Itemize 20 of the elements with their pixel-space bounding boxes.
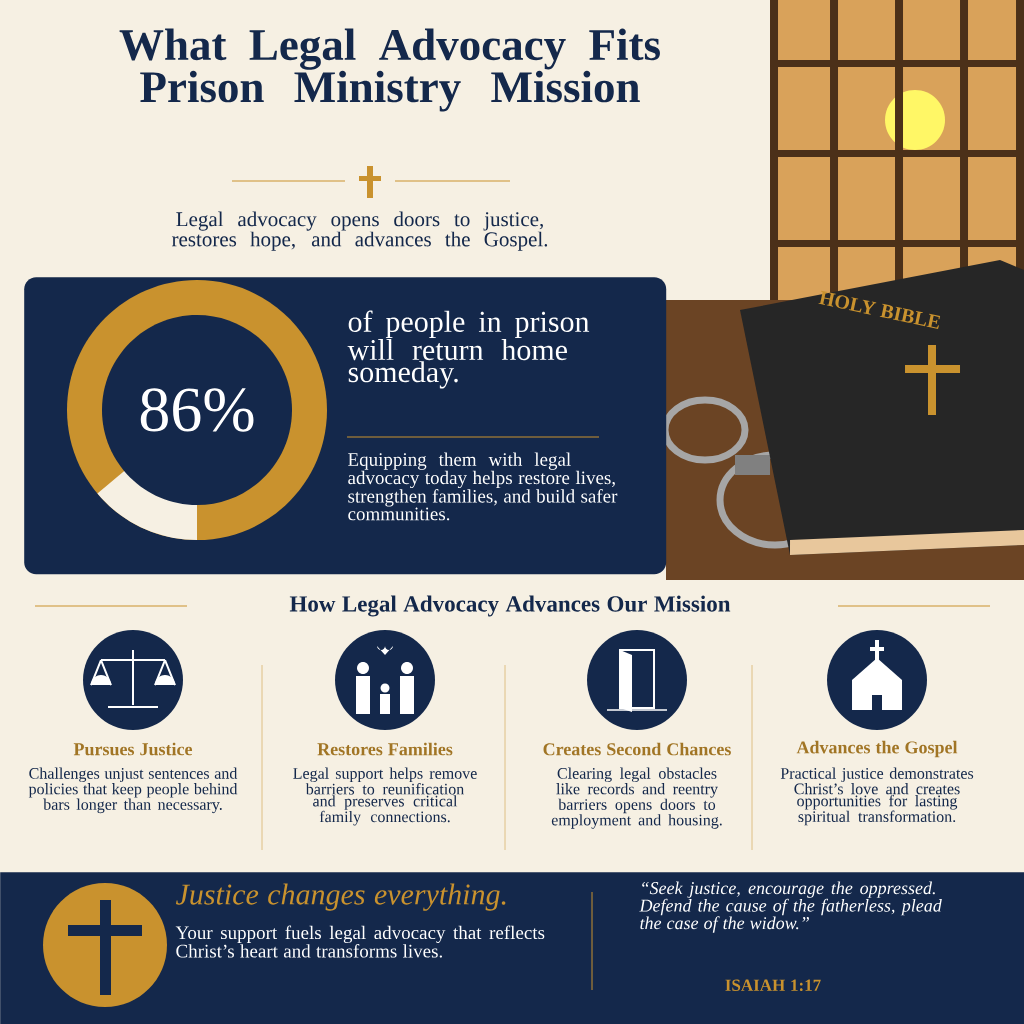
column-heading: Creates Second Chances [543,742,731,756]
column-heading: Advances the Gospel [796,740,958,758]
column-text: Legal support helps remove barriers to reunification and preserves critical family connections. [293,767,477,826]
column-text: Clearing legal obstacles like records and reentry barriers opens doors to employment and housing. [551,767,722,829]
stat-text: of people in prison will return home someday. [347,310,590,389]
quote: “Seek justice, encourage the oppressed. Defend the cause of the fatherless, plead the case of the widow.” [639,881,942,933]
subtitle: Legal advocacy opens doors to justice, restores hope, and advances the Gospel. [171,211,548,251]
body-text: Your support fuels legal advocacy that reflects Christ’s heart and transforms lives. [175,925,545,958]
body-text: Equipping them with legal advocacy today helps restore lives, strengthen families, and build safer communities. [348,452,618,521]
book-title: HOLY BIBLE [818,290,941,329]
donut-chart: 86% [67,280,327,540]
slogan: Justice changes everything. [176,883,506,911]
section-heading: How Legal Advocacy Advances Our Mission [289,595,731,617]
column-text: Challenges unjust sentences and policies that keep people behind bars longer than necessary. [28,767,238,814]
column-heading: Pursues Justice [73,742,193,756]
column-heading: Restores Families [317,742,453,756]
footer-band [0,872,1024,1024]
column-text: Practical justice demonstrates Christ’s love and creates opportunities for lasting spiritual transformation. [780,767,974,826]
verse-reference: ISAIAH 1:17 [725,979,821,992]
title: What Legal Advocacy Fits Prison Ministry Mission [119,28,660,112]
